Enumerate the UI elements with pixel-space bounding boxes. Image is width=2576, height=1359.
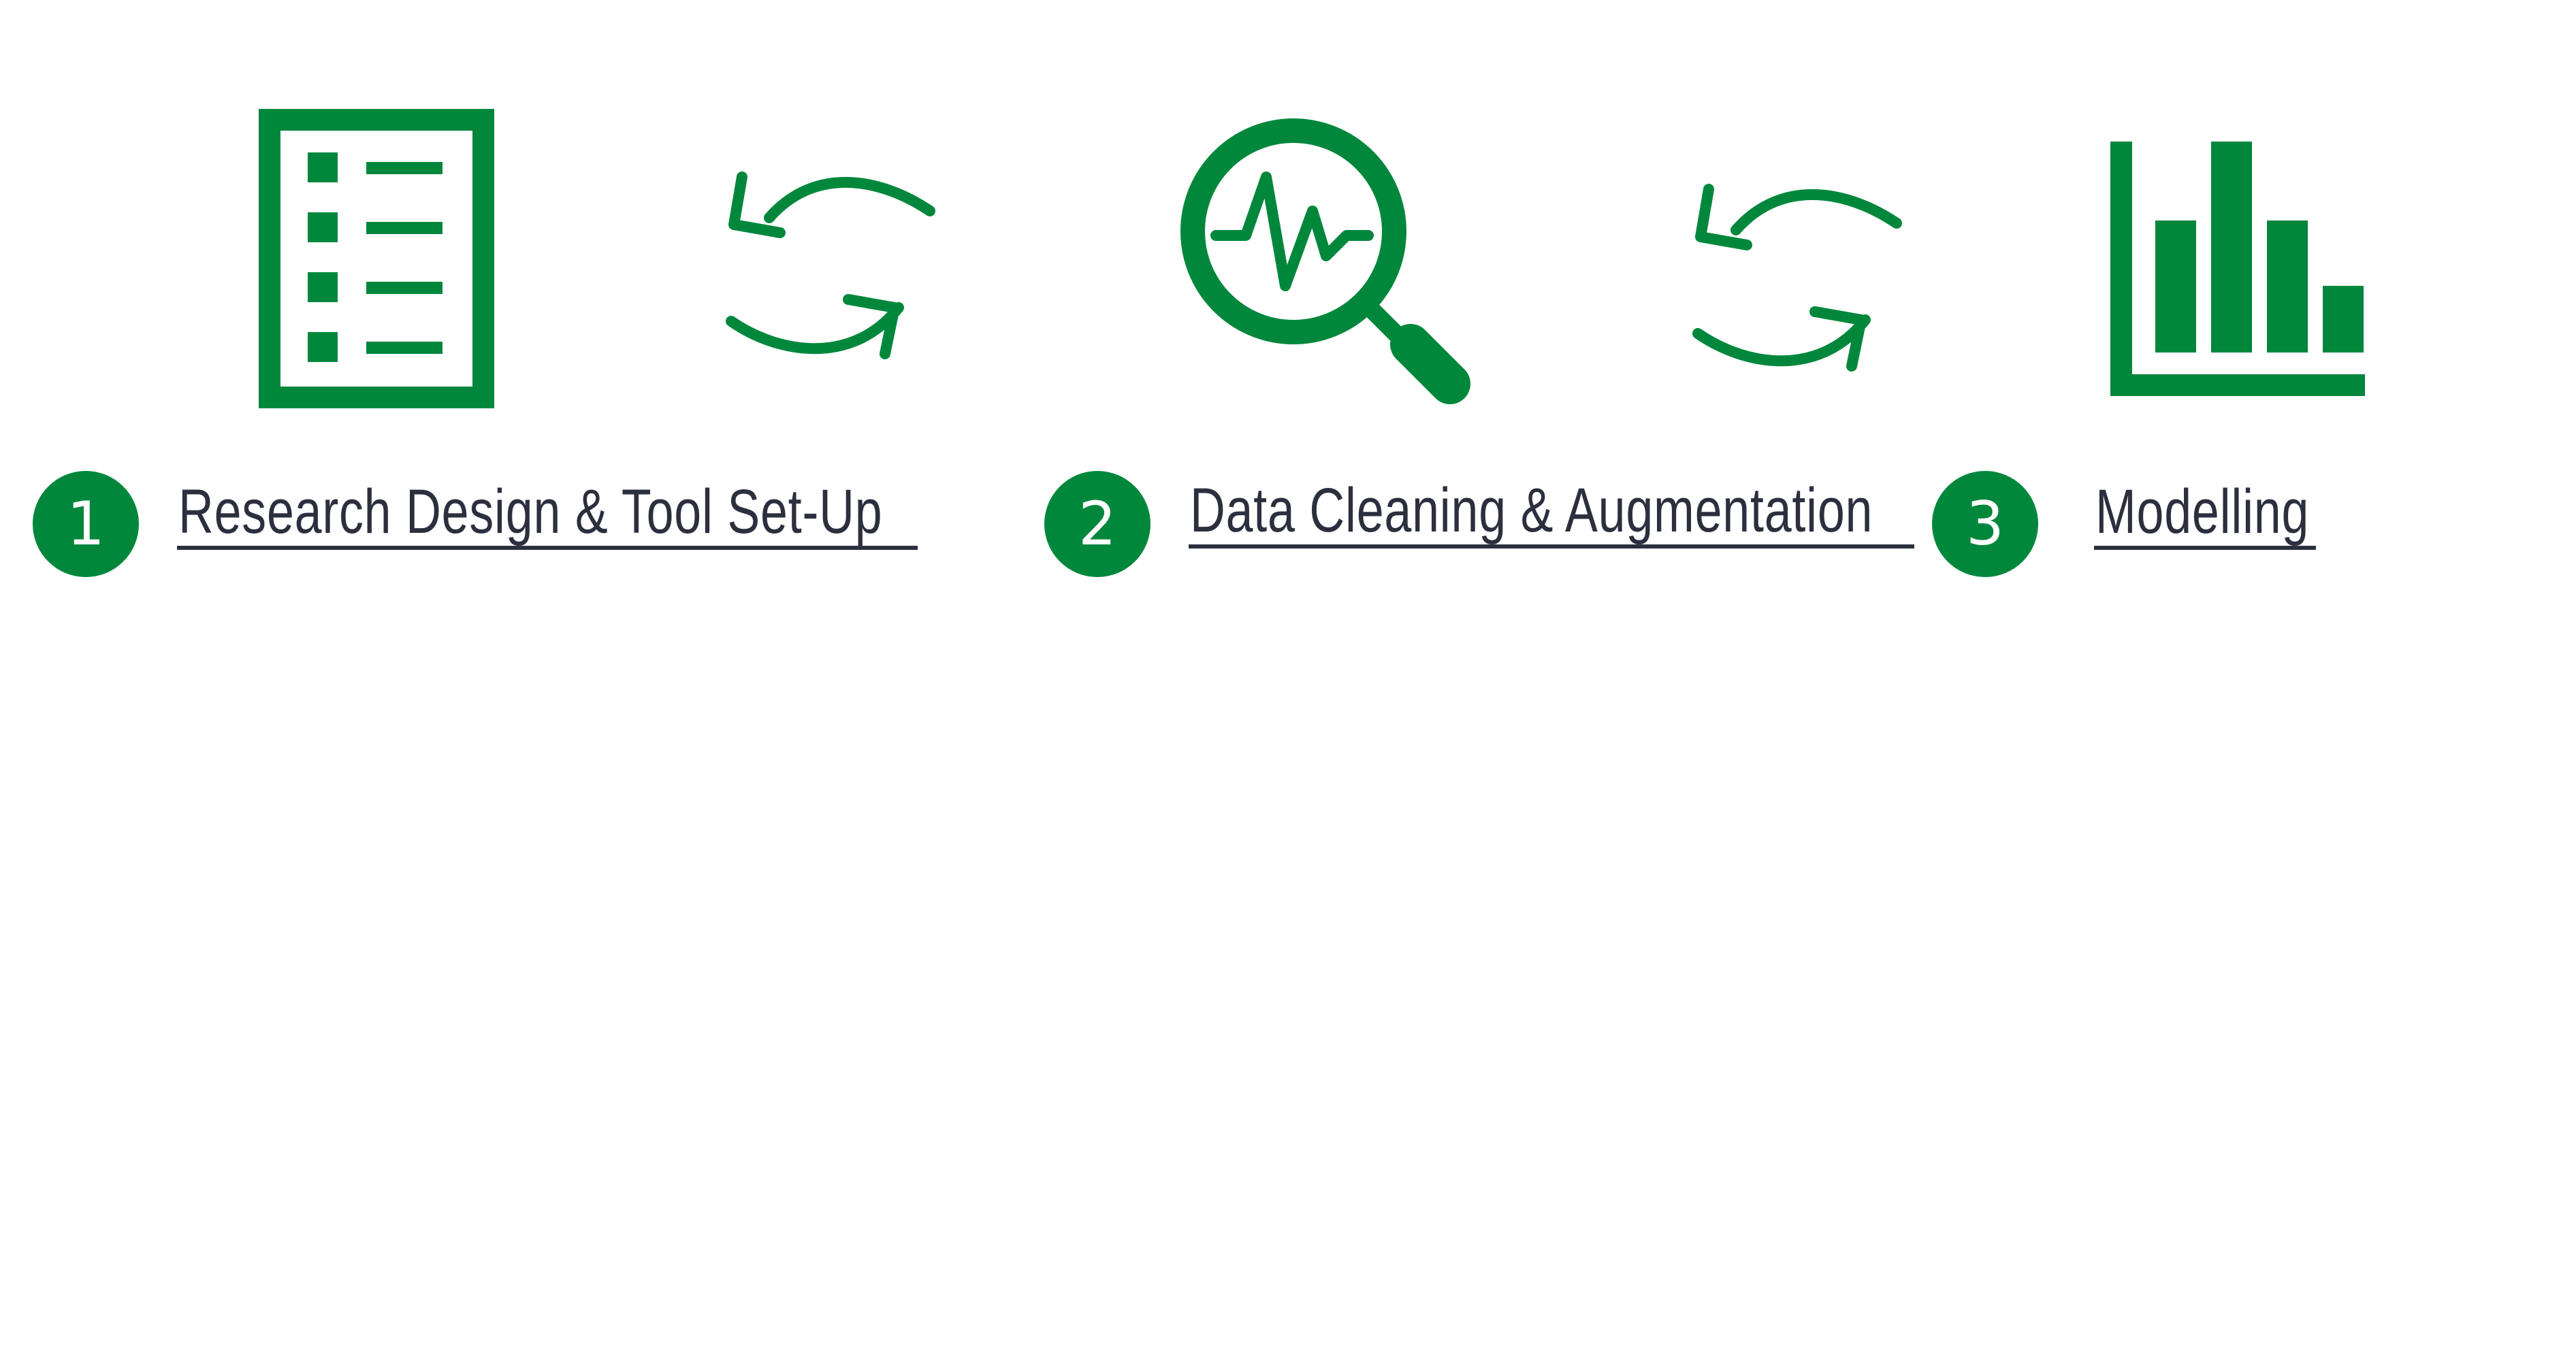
step-label: Modelling [2095, 477, 2310, 546]
step-number-badge: 3 [1932, 471, 2038, 577]
step-label-underline [177, 546, 918, 550]
checklist-icon [259, 109, 494, 408]
step-number-badge: 2 [1044, 471, 1150, 577]
step-label-underline [2094, 546, 2316, 550]
step-label: Research Design & Tool Set-Up [178, 477, 883, 546]
step-label: Data Cleaning & Augmentation [1190, 476, 1873, 545]
step-label-underline [1189, 544, 1914, 548]
step-number-badge: 1 [33, 471, 139, 577]
bar-chart-icon [2110, 142, 2365, 396]
cycle-arrows-icon [726, 171, 935, 359]
magnifier-signal-icon [1180, 118, 1470, 404]
cycle-arrows-icon [1692, 184, 1902, 372]
